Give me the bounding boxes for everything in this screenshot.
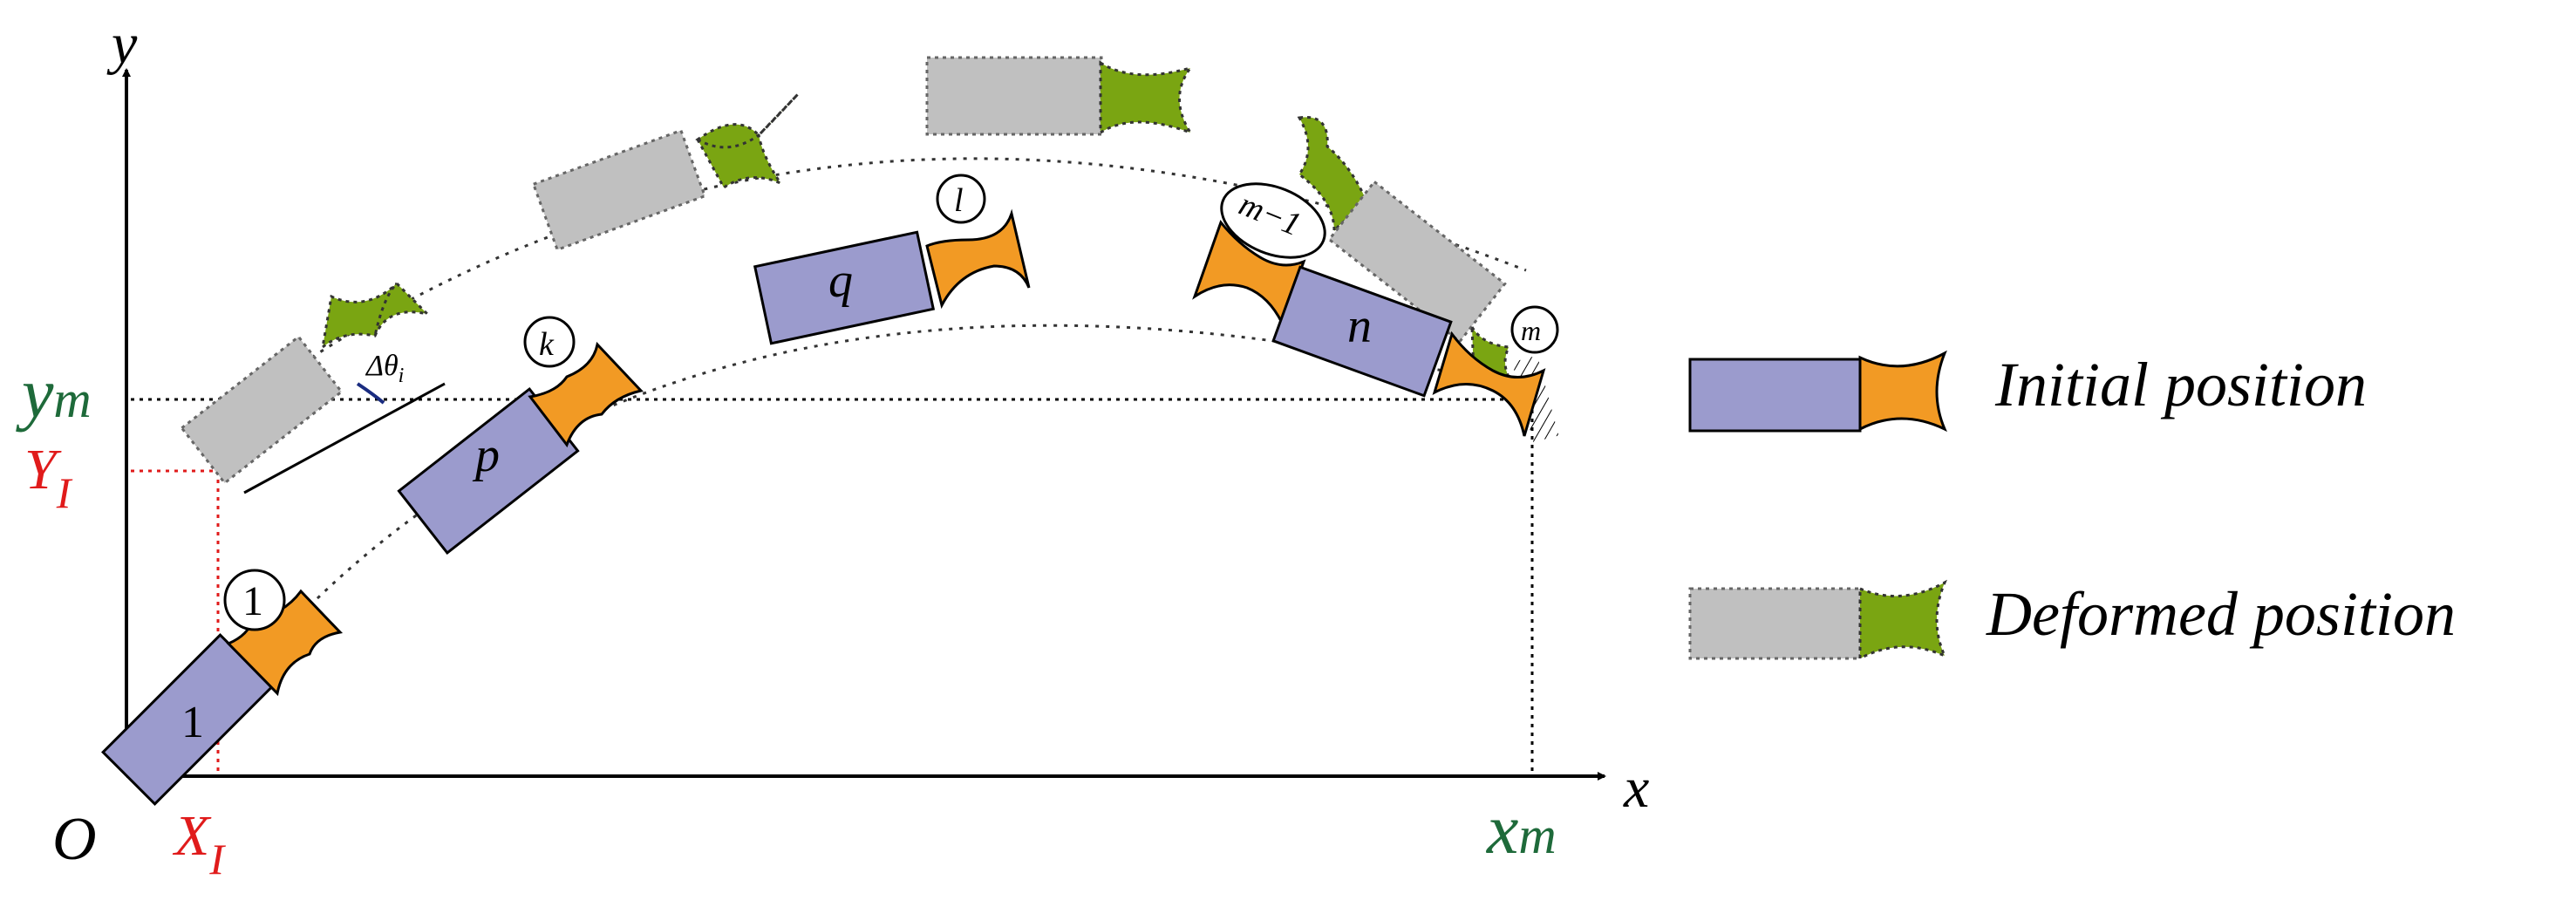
- joint-label-m-minus-1: m−1: [1220, 182, 1326, 259]
- delta-theta-tangent-line: [243, 382, 446, 494]
- initial-joint-k: [528, 341, 644, 448]
- deformed-link-1: [180, 335, 344, 485]
- delta-theta-arc: [356, 382, 385, 405]
- xm-label: xm: [1486, 789, 1557, 869]
- deformed-joint-4: [1297, 115, 1376, 235]
- deformed-joint-1b: [373, 281, 432, 337]
- legend-deformed-joint-swatch: [1858, 579, 1947, 661]
- segment-label-p: p: [472, 428, 500, 482]
- joint-label-l: l: [936, 174, 986, 224]
- initial-link-n: [1271, 265, 1453, 398]
- joint-label-1: 1: [223, 569, 286, 631]
- initial-joint-m: [1432, 331, 1546, 437]
- svg-text:k: k: [539, 326, 555, 363]
- origin-label: O: [52, 806, 97, 873]
- svg-text:1: 1: [242, 578, 263, 624]
- ym-label: ym: [16, 353, 92, 433]
- deformed-link-3: [925, 56, 1103, 136]
- svg-text:m: m: [1521, 315, 1541, 346]
- joint-label-m: m: [1510, 305, 1559, 354]
- x-axis-label: x: [1623, 756, 1649, 820]
- YI-label: YI: [24, 438, 73, 517]
- legend-initial-link-swatch: [1688, 358, 1862, 433]
- deformed-joint-3: [1099, 60, 1194, 135]
- y-axis-label: y: [106, 12, 138, 76]
- deformed-link-2: [531, 128, 707, 252]
- segment-label-1: 1: [181, 698, 204, 747]
- XI-label: XI: [172, 804, 226, 883]
- segment-label-q: q: [828, 254, 853, 308]
- segment-label-n: n: [1347, 299, 1372, 353]
- legend-initial: Initial position: [1688, 350, 2367, 433]
- delta-theta-label: Δθi: [365, 350, 404, 387]
- legend-deformed-link-swatch: [1688, 587, 1862, 660]
- joint-label-k: k: [523, 316, 576, 368]
- initial-link-q: [753, 230, 936, 345]
- deformed-joint-1: [320, 282, 399, 351]
- legend-initial-joint-swatch: [1858, 350, 1947, 433]
- initial-joint-l: [925, 208, 1031, 310]
- legend-deformed: Deformed position: [1688, 579, 2456, 661]
- legend-initial-label: Initial position: [1994, 350, 2367, 419]
- legend-deformed-label: Deformed position: [1986, 579, 2456, 649]
- svg-text:l: l: [954, 182, 964, 219]
- initial-chain: [101, 208, 1546, 806]
- deformed-joint-2: [695, 92, 800, 190]
